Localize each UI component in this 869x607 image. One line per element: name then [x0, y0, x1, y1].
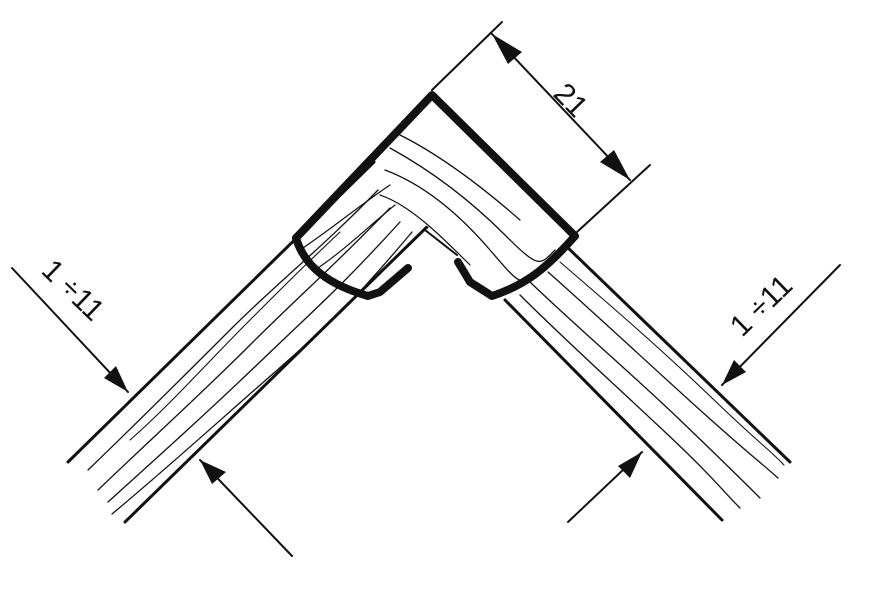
- extension-line: [576, 164, 651, 233]
- right-plank: [503, 243, 792, 522]
- left-plank-inner-edge: [123, 220, 434, 524]
- dimension-right-thickness: [567, 264, 841, 523]
- block-grain-line: [389, 147, 556, 263]
- left-plank: [66, 160, 434, 524]
- arrowhead: [600, 150, 630, 180]
- dimension-21: [431, 21, 651, 233]
- block-grain-line: [399, 134, 521, 221]
- leader-line: [11, 267, 129, 393]
- block-grain-line: [379, 194, 471, 266]
- left-grain-line: [111, 231, 413, 515]
- arrowhead: [492, 34, 522, 64]
- left-grain-line: [107, 221, 401, 503]
- right-plank-inner-edge: [503, 298, 724, 522]
- arrowhead: [200, 460, 226, 484]
- right-grain-line: [519, 294, 741, 509]
- extension-line: [431, 21, 503, 91]
- metal-corner-cap: [292, 91, 579, 300]
- right-grain-line: [559, 261, 785, 466]
- cap-left-lip: [292, 234, 412, 300]
- arrowhead: [104, 366, 128, 392]
- block-grain-line: [299, 184, 391, 251]
- dimension-label-right-thickness: 1 ÷11: [724, 269, 799, 343]
- left-grain-line: [97, 207, 391, 491]
- right-plank-outer-edge: [563, 243, 792, 464]
- left-grain-line: [87, 189, 379, 471]
- block-seam: [424, 229, 458, 256]
- dimension-left-thickness: [11, 267, 293, 557]
- arrowhead: [722, 360, 746, 385]
- block-grain-line: [314, 204, 396, 271]
- corner-block: [299, 112, 565, 298]
- dimension-line: [491, 33, 631, 181]
- cap-outer-profile: [292, 91, 579, 300]
- arrowhead: [618, 452, 642, 478]
- right-grain-line: [547, 271, 779, 479]
- dimension-label-21: 21: [547, 77, 594, 124]
- leader-line: [721, 264, 841, 386]
- cap-right-lip: [454, 258, 474, 286]
- dimension-label-left-thickness: 1 ÷11: [35, 253, 110, 327]
- right-grain-line: [529, 281, 761, 499]
